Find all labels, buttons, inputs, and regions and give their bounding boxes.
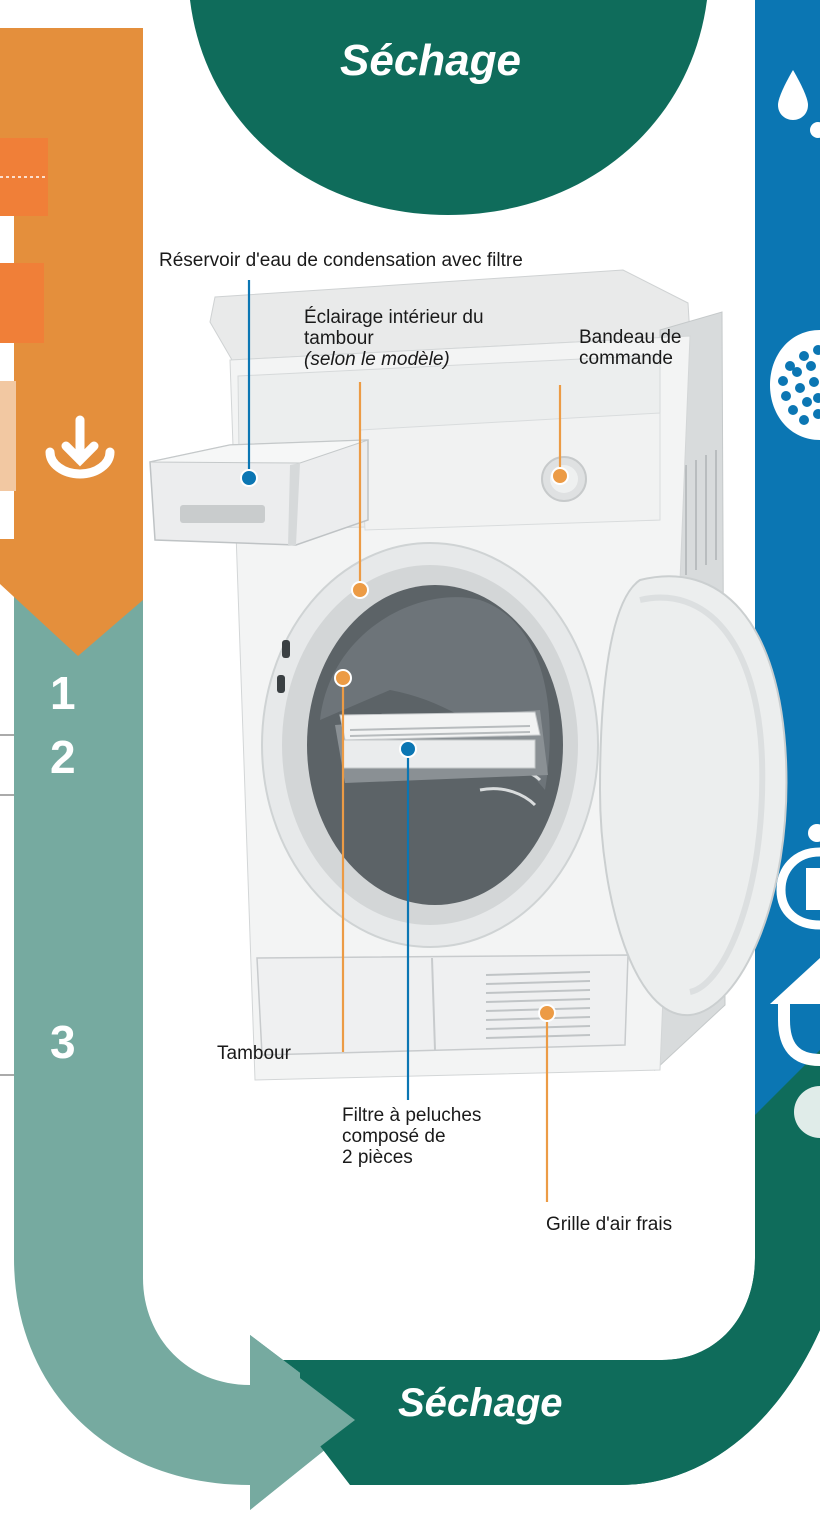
white-strip-3 [0,491,14,539]
filter-dots-icon [770,330,820,440]
peach-box [0,381,16,491]
marker-lint-filter [399,740,417,758]
orange-icon-box [0,263,44,343]
label-control-panel-line2: commande [579,348,673,369]
callout-lines [247,280,562,1202]
bottom-banner-title: Séchage [398,1381,563,1425]
white-strip-2 [0,343,14,381]
white-strip-1 [0,216,14,264]
label-drum: Tambour [217,1043,291,1064]
bottom-teal-body [300,1258,820,1485]
right-blue-column [755,0,820,1120]
label-water-tank: Réservoir d'eau de condensation avec fil… [159,250,523,271]
top-semicircle [190,0,707,215]
step-3: 3 [50,1016,76,1068]
recycle-arrow-icon [770,958,820,1066]
top-banner-title: Séchage [340,36,521,85]
label-lint-filter-line3: 2 pièces [342,1147,413,1168]
orange-down-arrow [0,115,143,656]
left-teal-band [14,580,143,1260]
label-drum-light-line1: Éclairage intérieur du [304,307,484,328]
marker-air-grille [538,1004,556,1022]
marker-drum [334,669,352,687]
label-air-grille: Grille d'air frais [546,1214,673,1235]
label-drum-light-note: (selon le modèle) [304,349,450,370]
dryer-illustration [149,269,788,1081]
label-control-panel-line1: Bandeau de [579,327,682,348]
marker-water-tank [240,469,258,487]
marker-control-panel [551,467,569,485]
marker-drum-light [351,581,369,599]
label-lint-filter-line2: composé de [342,1126,446,1147]
info-icon [776,824,820,930]
orange-corner-tab [0,28,147,115]
download-arrow-icon [45,415,115,479]
right-teal-arrow [708,1050,820,1258]
label-lint-filter-line1: Filtre à peluches [342,1105,482,1126]
label-drum-light-line2: tambour [304,328,374,349]
step-2: 2 [50,731,76,783]
teal-dot [794,1086,820,1138]
step-1: 1 [50,667,76,719]
water-drop-icon [778,70,820,138]
bottom-arrow-head [250,1340,355,1500]
